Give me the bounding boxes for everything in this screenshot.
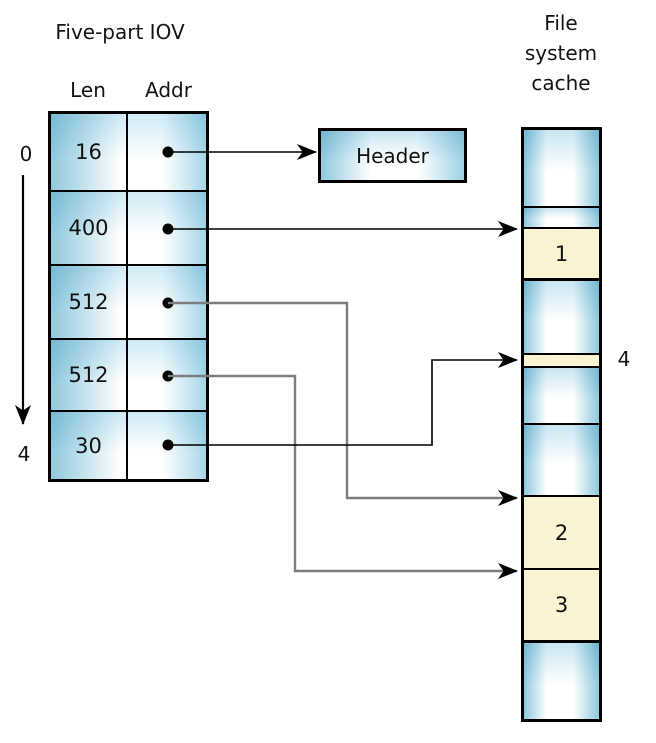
arrow-row4-to-buffer3: [168, 374, 518, 579]
iov-len-value: 512: [68, 290, 109, 314]
file-system-cache-column: 1 2 3: [521, 127, 602, 722]
diagram-title: Five-part IOV: [55, 20, 185, 44]
iov-row-5-addr-cell: [128, 412, 206, 479]
iov-table: 16 400 512 512 30: [48, 111, 209, 482]
cache-buffer-2: 2: [524, 497, 599, 570]
arrow-row3-to-buffer2: [168, 301, 518, 506]
iov-row-1-addr-cell: [128, 114, 206, 190]
cache-block-label: 3: [554, 593, 569, 617]
iov-len-value: 16: [75, 140, 102, 164]
header-box: Header: [318, 128, 467, 183]
cache-title-line: cache: [531, 71, 591, 95]
cache-block-label: 1: [554, 241, 569, 266]
iov-row-3: 512: [51, 266, 206, 340]
iov-row-2: 400: [51, 192, 206, 266]
cache-block-1: [524, 130, 599, 208]
iov-index-end-label: 4: [17, 442, 31, 466]
iov-row-2-addr-cell: [128, 192, 206, 264]
iov-index-start-label: 0: [19, 142, 33, 166]
cache-title-line: system: [524, 41, 598, 65]
cache-block-4: [524, 281, 599, 355]
iov-row-1: 16: [51, 114, 206, 192]
iov-len-value: 512: [68, 363, 109, 387]
header-box-label: Header: [356, 143, 429, 168]
iov-row-5: 30: [51, 412, 206, 479]
iov-row-1-len-cell: 16: [51, 114, 128, 190]
iov-row-3-len-cell: 512: [51, 266, 128, 338]
cache-buffer-4: [524, 355, 599, 368]
iov-row-3-addr-cell: [128, 266, 206, 338]
iov-row-2-len-cell: 400: [51, 192, 128, 264]
iov-column-header-len: Len: [70, 78, 106, 102]
cache-buffer-3: 3: [524, 570, 599, 643]
iov-column-header-addr: Addr: [145, 78, 192, 102]
iov-row-4-len-cell: 512: [51, 340, 128, 410]
iov-row-5-len-cell: 30: [51, 412, 128, 479]
cache-block-6: [524, 368, 599, 425]
cache-buffer-1: 1: [524, 229, 599, 281]
arrow-row5-to-buffer4: [168, 352, 518, 446]
cache-title-line: File: [544, 11, 578, 35]
cache-buffer-4-label: 4: [617, 347, 631, 371]
cache-block-2: [524, 208, 599, 229]
iov-len-value: 400: [68, 216, 109, 240]
cache-block-label: 2: [554, 520, 569, 545]
iov-row-4: 512: [51, 340, 206, 412]
cache-block-10: [524, 643, 599, 719]
file-system-cache-title: File system cache: [511, 8, 611, 98]
iov-row-4-addr-cell: [128, 340, 206, 410]
iov-len-value: 30: [75, 433, 102, 458]
cache-block-7: [524, 425, 599, 497]
